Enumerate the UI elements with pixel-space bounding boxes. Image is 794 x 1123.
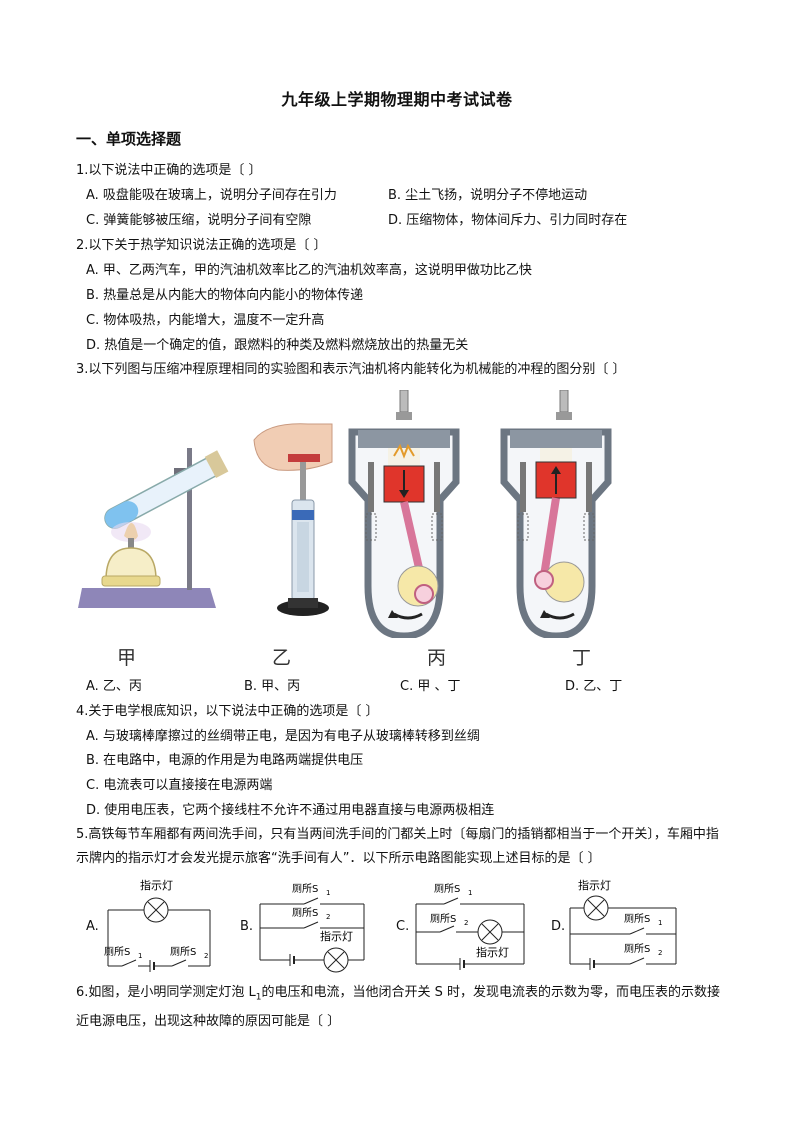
circuit-c-s2-sub: 2 xyxy=(464,919,468,927)
question-6-stem: 6.如图，是小明同学测定灯泡 L1的电压和电流，当他闭合开关 S 时，发现电流表… xyxy=(76,981,721,1034)
circuit-d-s1-label: 厕所S xyxy=(624,913,650,925)
question-6-stem-rest: 的电压和电流，当他闭合开关 S 时，发现电流表的示数为零，而电压表的示数接近电源… xyxy=(76,985,721,1029)
question-1-stem: 1.以下说法中正确的选项是〔 〕 xyxy=(76,163,262,178)
question-4-option-b[interactable]: B. 在电路中，电源的作用是为电路两端提供电压 xyxy=(86,753,364,768)
page-title: 九年级上学期物理期中考试试卷 xyxy=(281,90,513,109)
circuit-b-diagram: 厕所S 1 厕所S 2 指示灯 xyxy=(259,883,365,973)
question-5-option-d[interactable]: D. xyxy=(551,919,566,934)
circuit-a-diagram: 指示灯 厕所S 1 厕所S 2 xyxy=(104,878,211,972)
question-4-option-a[interactable]: A. 与玻璃棒摩擦过的丝绸带正电，是因为有电子从玻璃棒转移到丝绸 xyxy=(86,729,480,744)
question-2-stem: 2.以下关于热学知识说法正确的选项是〔 〕 xyxy=(76,238,327,253)
question-3-option-b[interactable]: B. 甲、丙 xyxy=(244,679,301,694)
question-1-option-a[interactable]: A. 吸盘能吸在玻璃上，说明分子间存在引力 xyxy=(86,188,337,203)
question-5-stem: 5.高铁每节车厢都有两间洗手间，只有当两间洗手间的门都关上时〔每扇门的插销都相当… xyxy=(76,827,719,866)
question-3-option-a[interactable]: A. 乙、丙 xyxy=(86,679,142,694)
question-5-option-c[interactable]: C. xyxy=(396,919,410,934)
question-2-option-b[interactable]: B. 热量总是从内能大的物体向内能小的物体传递 xyxy=(86,288,364,303)
question-6-stem-subscript: 1 xyxy=(255,992,262,1003)
question-2-option-c[interactable]: C. 物体吸热，内能增大，温度不一定升高 xyxy=(86,313,325,328)
figure-label-yi: 乙 xyxy=(272,647,292,669)
circuit-b-lamp-label: 指示灯 xyxy=(320,929,353,943)
circuit-a-s2-sub: 2 xyxy=(204,952,208,960)
circuit-b-s1-sub: 1 xyxy=(326,889,330,897)
question-1-option-c[interactable]: C. 弹簧能够被压缩，说明分子间有空隙 xyxy=(86,213,312,228)
circuit-d-s1-sub: 1 xyxy=(658,919,662,927)
circuit-d-s2-sub: 2 xyxy=(658,949,662,957)
circuit-b-s2-sub: 2 xyxy=(326,913,330,921)
circuit-a-lamp-label: 指示灯 xyxy=(140,878,173,892)
question-3-option-d[interactable]: D. 乙、丁 xyxy=(565,679,623,694)
question-2-option-d[interactable]: D. 热值是一个确定的值，跟燃料的种类及燃料燃烧放出的热量无关 xyxy=(86,338,469,353)
figure-bing-engine-cylinder xyxy=(348,390,460,638)
circuit-c-s1-label: 厕所S xyxy=(434,883,460,895)
question-1-option-b[interactable]: B. 尘土飞扬，说明分子不停地运动 xyxy=(388,188,588,203)
circuit-c-lamp-label: 指示灯 xyxy=(476,945,509,959)
figure-yi-compression-syringe xyxy=(253,423,333,616)
question-5-option-a[interactable]: A. xyxy=(86,919,99,934)
circuit-c-diagram: 厕所S 1 厕所S 2 指示灯 xyxy=(415,883,525,970)
section-heading: 一、单项选择题 xyxy=(76,130,182,148)
question-4-option-d[interactable]: D. 使用电压表，它两个接线柱不允许不通过用电器直接与电源两极相连 xyxy=(86,803,495,818)
question-4-option-c[interactable]: C. 电流表可以直接接在电源两端 xyxy=(86,778,273,793)
circuit-a-s2-label: 厕所S xyxy=(170,946,196,958)
circuit-a-s1-label: 厕所S xyxy=(104,946,130,958)
circuit-d-s2-label: 厕所S xyxy=(624,943,650,955)
question-3-option-c[interactable]: C. 甲 、丁 xyxy=(400,679,461,694)
circuit-a-s1-sub: 1 xyxy=(138,952,142,960)
question-6-stem-start: 6.如图，是小明同学测定灯泡 L xyxy=(76,985,256,1000)
question-2-option-a[interactable]: A. 甲、乙两汽车，甲的汽油机效率比乙的汽油机效率高，这说明甲做功比乙快 xyxy=(86,263,532,278)
circuit-c-s2-label: 厕所S xyxy=(430,913,456,925)
circuit-d-diagram: 指示灯 厕所S 1 厕所S 2 xyxy=(569,878,677,970)
question-3-stem: 3.以下列图与压缩冲程原理相同的实验图和表示汽油机将内能转化为机械能的冲程的图分… xyxy=(76,362,626,377)
circuit-b-s2-label: 厕所S xyxy=(292,907,318,919)
question-5-option-b[interactable]: B. xyxy=(240,919,254,934)
figure-jia-test-tube-heating xyxy=(78,448,229,608)
circuit-c-s1-sub: 1 xyxy=(468,889,472,897)
figure-ding-engine-cylinder xyxy=(500,390,612,638)
figure-label-ding: 丁 xyxy=(572,647,592,669)
circuit-b-s1-label: 厕所S xyxy=(292,883,318,895)
question-1-option-d[interactable]: D. 压缩物体，物体间斥力、引力同时存在 xyxy=(388,213,628,228)
circuit-d-lamp-label: 指示灯 xyxy=(578,878,611,892)
figure-label-bing: 丙 xyxy=(427,647,447,669)
question-4-stem: 4.关于电学根底知识，以下说法中正确的选项是〔 〕 xyxy=(76,704,379,719)
figure-label-jia: 甲 xyxy=(117,647,137,669)
